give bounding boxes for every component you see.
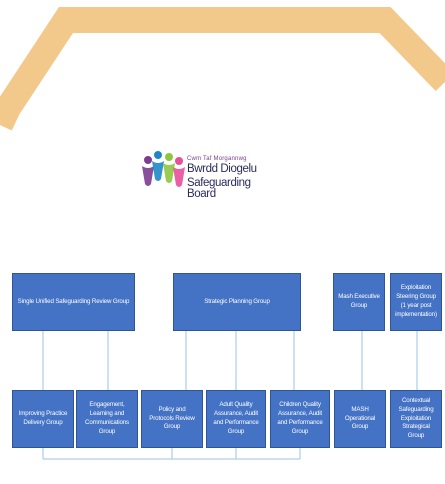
- safeguarding-board-logo: Cwm Taf Morgannwg Bwrdd Diogelu Safeguar…: [142, 150, 282, 210]
- logo-figure-body: [163, 163, 175, 183]
- logo-text: Cwm Taf Morgannwg Bwrdd Diogelu Safeguar…: [187, 156, 282, 201]
- logo-figure-head: [175, 157, 183, 165]
- sub-group-box: Policy and Protocols Review Group: [141, 390, 203, 448]
- group-label: Strategic Planning Group: [204, 297, 270, 305]
- logo-figure-head: [144, 156, 152, 164]
- sub-group-box: Adult Quality Assurance, Audit and Perfo…: [206, 390, 266, 448]
- sub-group-box: Engagement, Learning and Communications …: [76, 390, 138, 448]
- people-logo-icon: [142, 151, 185, 187]
- logo-figure-body: [142, 166, 154, 186]
- sub-group-box: Children Quality Assurance, Audit and Pe…: [270, 390, 330, 448]
- sub-group-box: Improving Practice Delivery Group: [12, 390, 74, 448]
- logo-figure-body: [152, 161, 164, 181]
- group-label: Policy and Protocols Review Group: [149, 405, 195, 431]
- group-label: Contextual Safeguarding Exploitation Str…: [398, 396, 434, 440]
- group-label: Children Quality Assurance, Audit and Pe…: [277, 401, 323, 435]
- group-label: Mash Executive Group: [338, 293, 380, 309]
- logo-title-english: Safeguarding Board: [187, 176, 251, 200]
- group-label: Single Unified Safeguarding Review Group: [17, 297, 130, 305]
- group-label: Improving Practice Delivery Group: [18, 410, 68, 426]
- group-label: Adult Quality Assurance, Audit and Perfo…: [213, 401, 259, 435]
- frame-outline: [0, 7, 445, 131]
- top-group-box: Mash Executive Group: [333, 273, 385, 331]
- group-label: Engagement, Learning and Communications …: [85, 401, 129, 435]
- group-label: MASH Operational Group: [344, 405, 376, 431]
- sub-group-box: Contextual Safeguarding Exploitation Str…: [390, 390, 442, 448]
- logo-title-welsh: Bwrdd Diogelu: [187, 163, 257, 175]
- top-group-box: Single Unified Safeguarding Review Group: [12, 273, 135, 331]
- top-group-box: Exploitation Steering Group (1 year post…: [390, 273, 442, 331]
- logo-subtitle: Cwm Taf Morgannwg: [187, 156, 247, 162]
- sub-group-box: MASH Operational Group: [334, 390, 386, 448]
- top-group-box: Strategic Planning Group: [173, 273, 301, 331]
- group-label: Exploitation Steering Group (1 year post…: [395, 284, 437, 318]
- logo-figure-head: [154, 151, 162, 159]
- logo-figure-body: [173, 167, 185, 187]
- connector-lines: [42, 331, 418, 460]
- logo-figure-head: [165, 153, 173, 161]
